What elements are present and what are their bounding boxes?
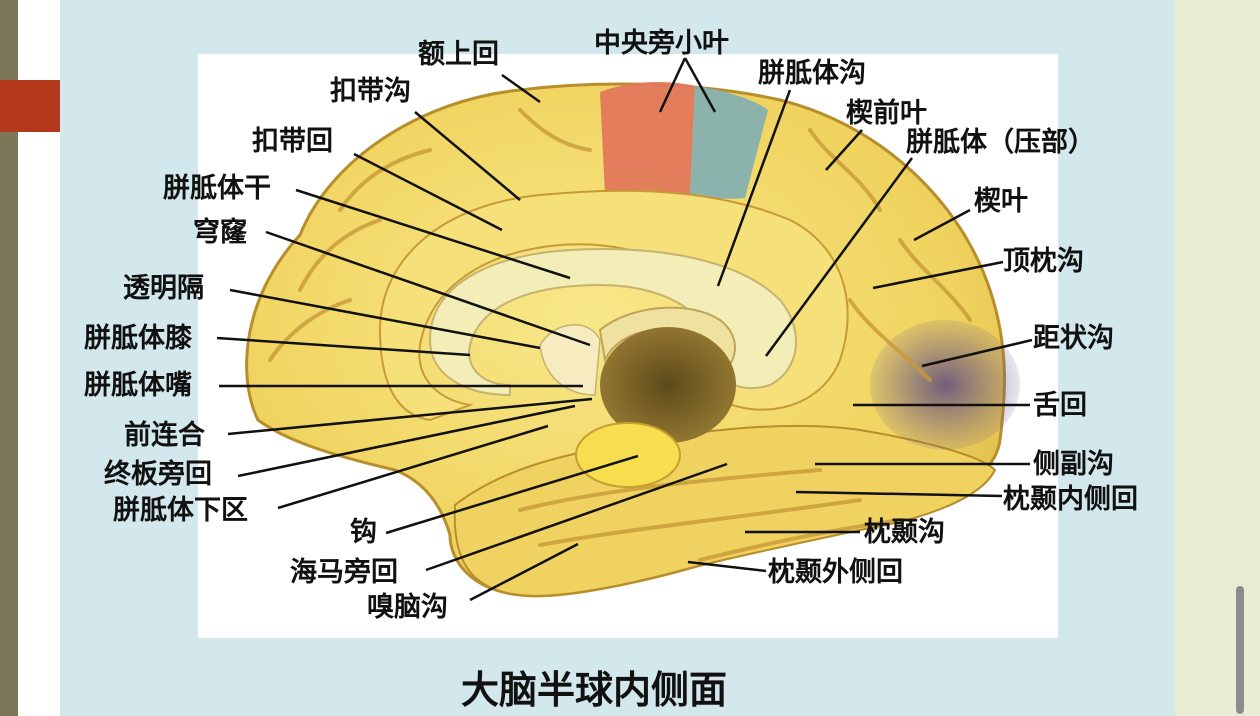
label-parahippocampal-gyrus: 海马旁回	[290, 556, 398, 588]
uncus-shape	[575, 422, 681, 488]
label-cuneus: 楔叶	[974, 186, 1028, 217]
paracentral-lobule-blue	[690, 86, 768, 199]
label-callosal-sulcus: 胼胝体沟	[758, 58, 866, 89]
label-fornix: 穹窿	[193, 216, 248, 248]
label-septum-pellucidum: 透明隔	[123, 273, 204, 304]
right-side-panel	[1175, 0, 1260, 716]
thalamus-region	[600, 327, 736, 443]
label-corpus-callosum-trunk: 胼胝体干	[163, 173, 271, 204]
left-edge-strip	[0, 0, 18, 716]
label-medial-occipitotemporal-gyrus: 枕颞内侧回	[1003, 484, 1138, 515]
label-cingulate-sulcus: 扣带沟	[330, 76, 411, 107]
label-paracentral-lobule: 中央旁小叶	[594, 27, 729, 59]
label-uncus: 钩	[350, 517, 377, 548]
sulci-pattern	[268, 108, 972, 562]
label-splenium: 胼胝体（压部）	[906, 126, 1095, 158]
diagram-caption: 大脑半球内侧面	[461, 668, 727, 712]
paracentral-lobule-red	[600, 82, 695, 198]
label-subcallosal-area: 胼胝体下区	[113, 495, 248, 526]
label-superior-frontal-gyrus: 额上回	[418, 39, 499, 70]
label-genu: 胼胝体膝	[84, 323, 193, 354]
slide-accent-tab	[0, 80, 60, 132]
label-lateral-occipitotemporal-gyrus: 枕颞外侧回	[768, 557, 903, 588]
label-parieto-occipital-sulcus: 顶枕沟	[1003, 246, 1084, 277]
label-occipitotemporal-sulcus: 枕颞沟	[864, 517, 945, 548]
label-lingual-gyrus: 舌回	[1033, 390, 1087, 421]
label-anterior-commissure: 前连合	[124, 419, 205, 451]
label-paraterminal-gyrus: 终板旁回	[104, 458, 212, 490]
label-precuneus: 楔前叶	[846, 97, 927, 129]
vertical-scrollbar[interactable]	[1236, 586, 1244, 714]
label-rostrum: 胼胝体嘴	[84, 370, 192, 401]
calcarine-shade	[870, 320, 1020, 450]
label-calcarine-sulcus: 距状沟	[1033, 323, 1114, 354]
leader-lines	[216, 57, 1033, 602]
label-collateral-sulcus: 侧副沟	[1033, 449, 1114, 480]
label-rhinal-sulcus: 嗅脑沟	[367, 592, 448, 623]
label-cingulate-gyrus: 扣带回	[252, 126, 333, 157]
